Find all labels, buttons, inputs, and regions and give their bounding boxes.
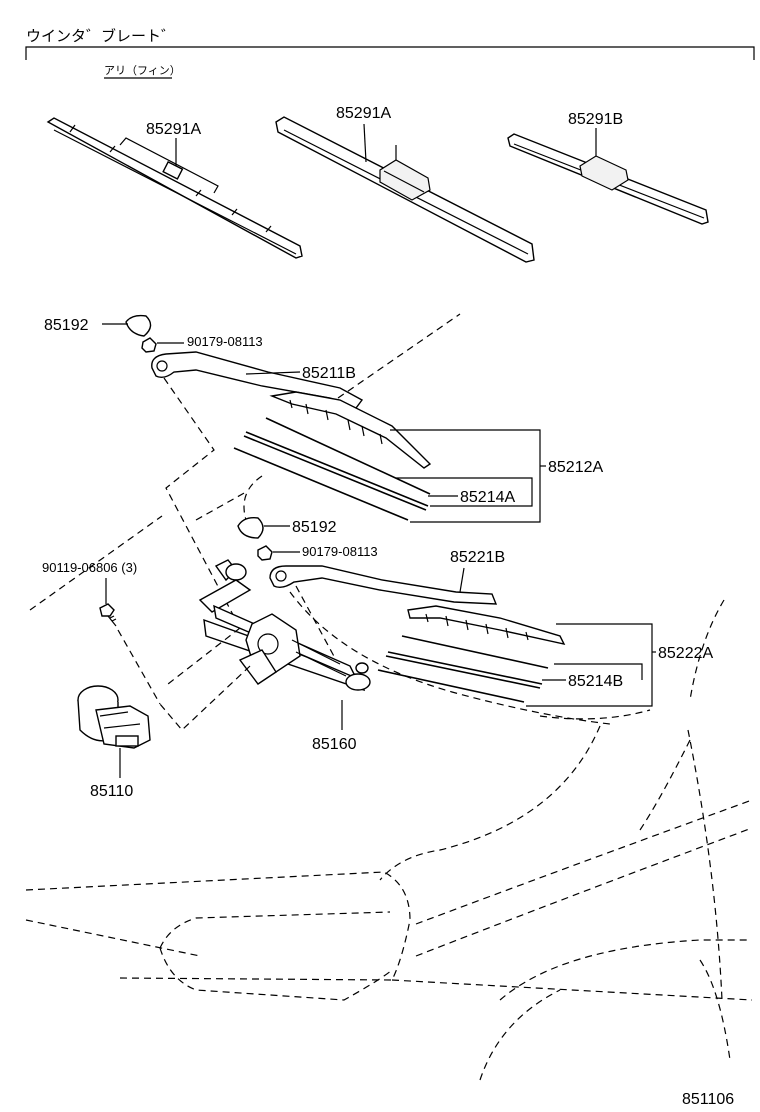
leader-blade-center: [363, 123, 367, 163]
label-rubber-rear: 85214B: [568, 673, 623, 690]
dash-leader-upper-3: [243, 475, 263, 521]
vehicle-body-outline: [25, 599, 753, 1081]
dash-leader-upper-1: [337, 313, 461, 399]
wiper-blade-left: [46, 117, 303, 259]
page-title: ウインタ゛ブレート゛: [26, 27, 176, 45]
pivot-cap-lower: [237, 516, 264, 539]
dash-leader-upper-2: [163, 377, 241, 629]
dash-leader-upper-4: [195, 491, 247, 521]
label-rubber-front: 85214A: [460, 489, 515, 506]
blade-assembly-rear: [377, 605, 566, 703]
wiper-blade-center: [275, 116, 535, 263]
nut-lower: [257, 545, 273, 561]
label-nut-lower: 90179-08113: [302, 544, 378, 559]
dash-leader-linkage: [159, 627, 251, 731]
page-subtitle: アリ（フィン）: [104, 64, 181, 77]
bracket-rear-assy: [526, 623, 653, 707]
header-rule: [25, 46, 755, 60]
blade-assembly-front: [233, 391, 432, 521]
dash-leader-rear-1: [289, 591, 611, 725]
wiper-linkage: [198, 559, 371, 692]
label-motor: 85110: [90, 783, 133, 800]
label-blade-right: 85291B: [568, 111, 623, 128]
label-nut-upper: 90179-08113: [187, 334, 263, 349]
label-cap-lower: 85192: [292, 519, 337, 536]
bracket-front-assy: [390, 429, 541, 523]
leader-arm-front: [245, 371, 301, 375]
leader-arm-rear: [459, 567, 465, 593]
label-blade-left: 85291A: [146, 121, 201, 138]
bracket-rear-rubber: [554, 663, 643, 680]
label-blade-assy-rear: 85222A: [658, 645, 713, 662]
nut-upper: [141, 337, 157, 353]
label-blade-assy-front: 85212A: [548, 459, 603, 476]
label-cap-upper: 85192: [44, 317, 89, 334]
diagram-reference-number: 851106: [682, 1091, 734, 1108]
dash-leader-bolt: [29, 515, 163, 611]
label-arm-rear: 85221B: [450, 549, 505, 566]
label-linkage: 85160: [312, 736, 357, 753]
dash-leader-rear-2: [295, 585, 337, 661]
dash-leader-bolt-2: [117, 629, 161, 705]
wiper-arm-rear: [269, 565, 498, 605]
bolt-part: [99, 603, 115, 617]
bolt-thread: [107, 615, 117, 627]
label-arm-front: 85211B: [302, 365, 356, 382]
label-blade-center: 85291A: [336, 105, 391, 122]
wiper-blade-right: [507, 128, 709, 225]
bracket-front-rubber: [396, 477, 533, 507]
pivot-cap-upper: [125, 314, 152, 337]
wiper-motor: [77, 685, 151, 749]
